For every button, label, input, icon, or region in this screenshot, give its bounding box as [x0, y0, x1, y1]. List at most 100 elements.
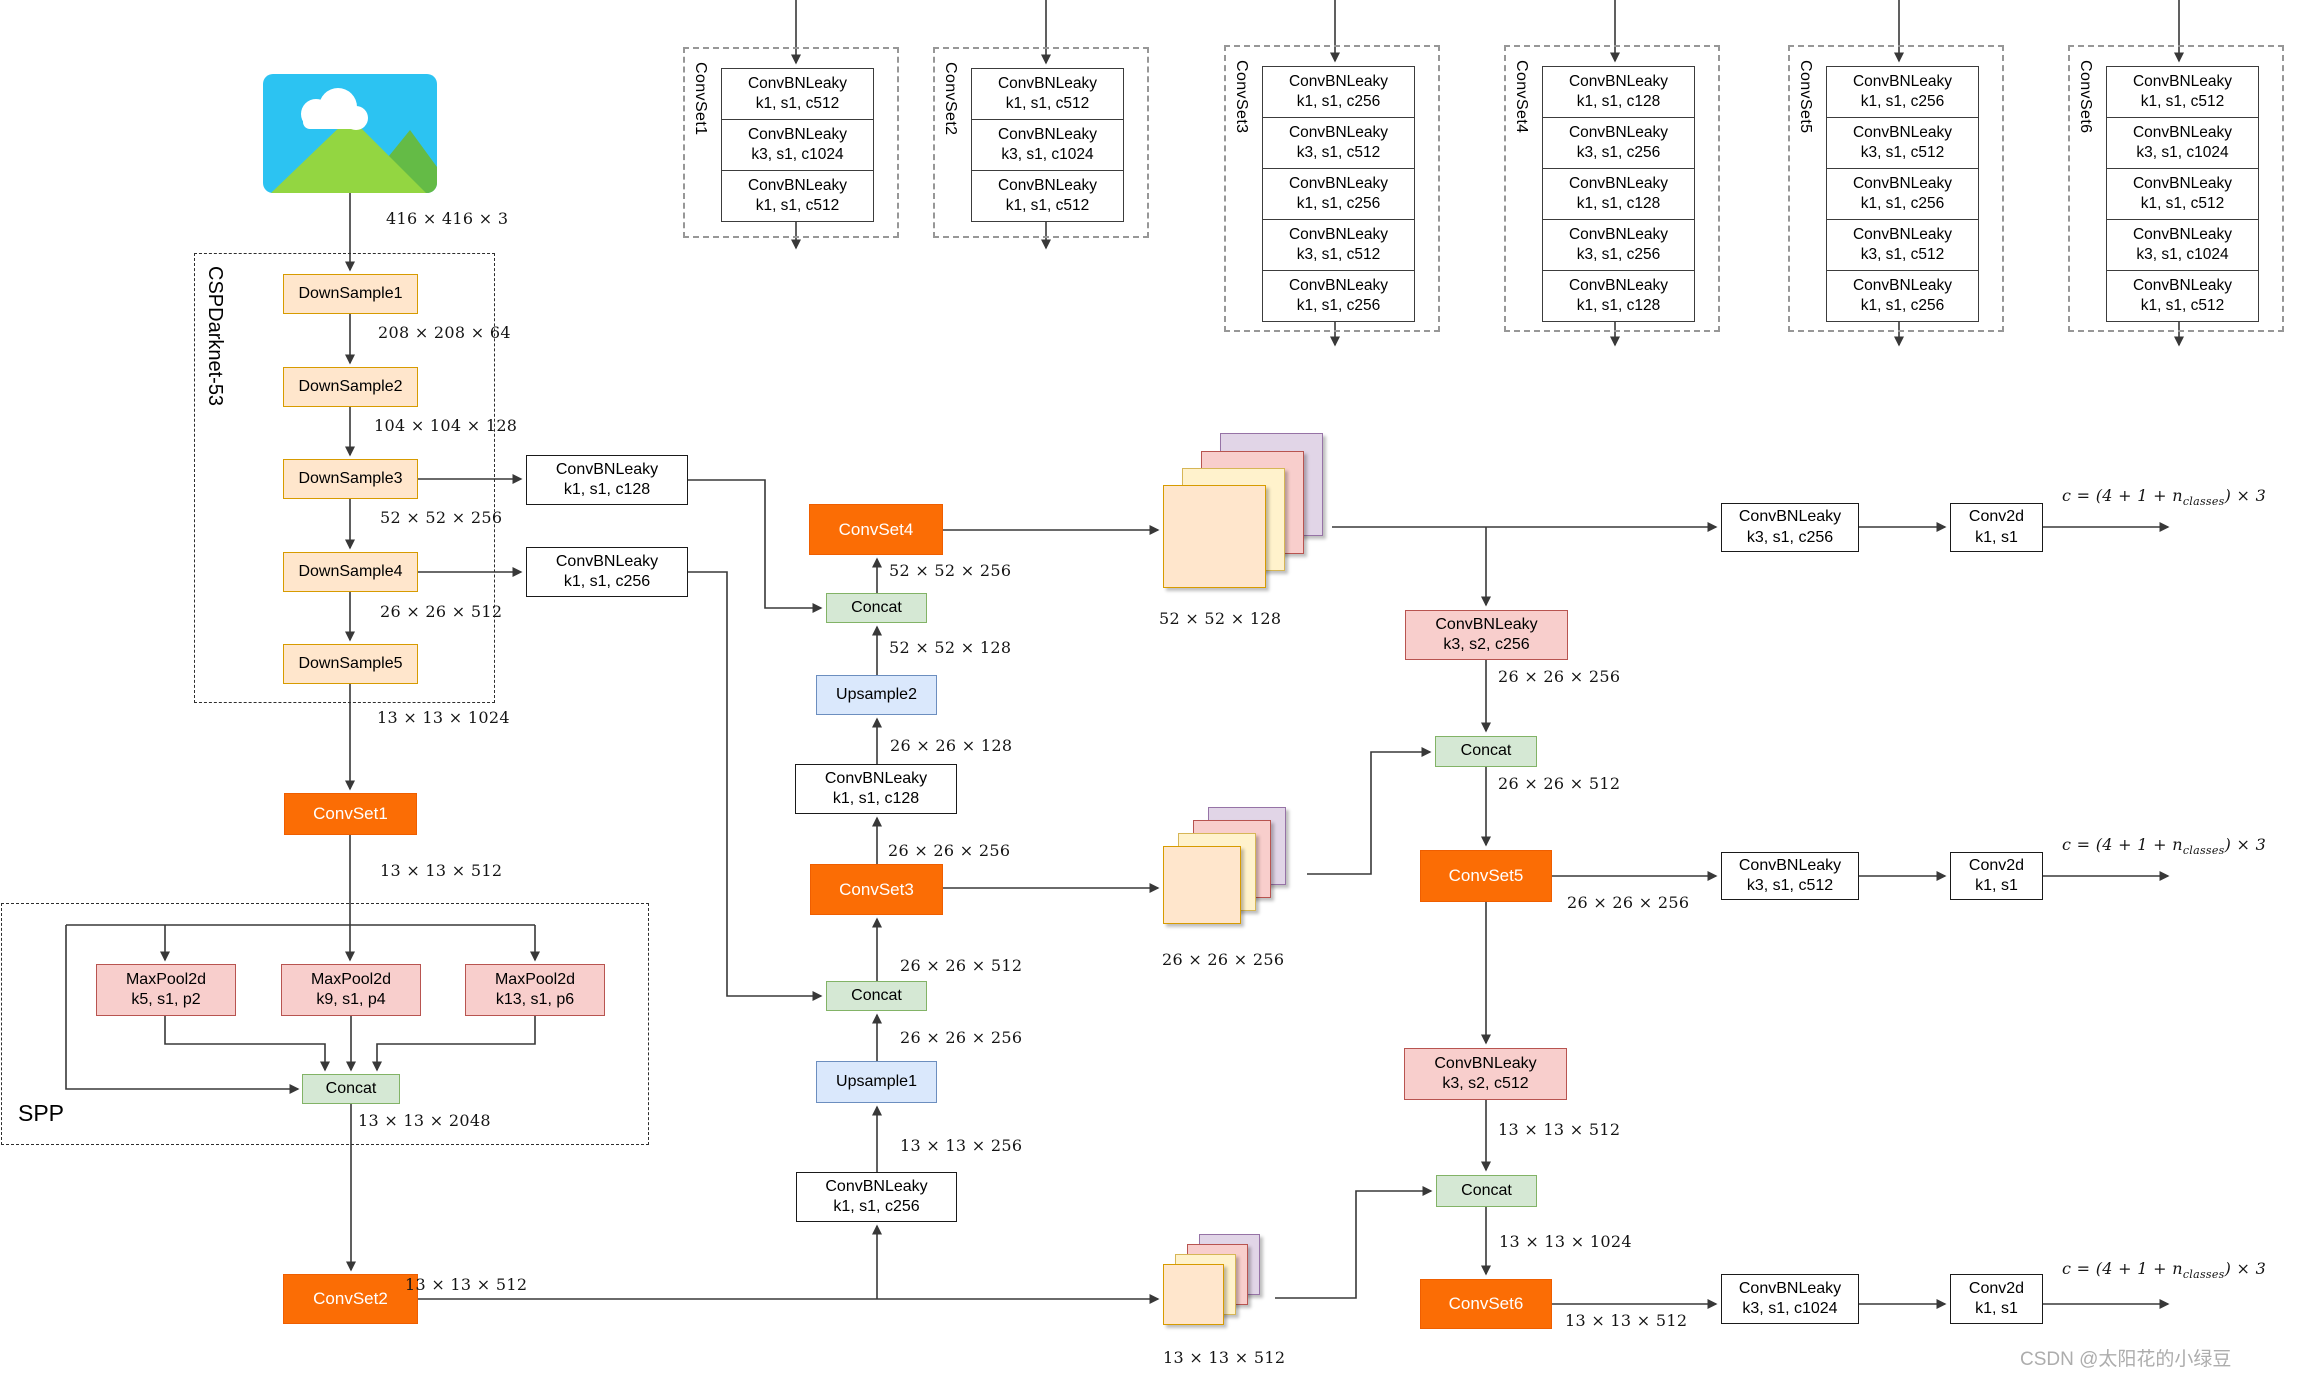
connector — [1307, 747, 1432, 875]
formula-tail: ) × 3 — [2224, 1259, 2267, 1278]
featuremap26-layer1 — [1163, 846, 1241, 924]
downsample3-box: DownSample3 — [283, 459, 418, 499]
formula-main: c = (4 + 1 + n — [2062, 486, 2183, 505]
convset5-out-dim: 26 × 26 × 256 — [1567, 893, 1690, 912]
head26-conv2d-params: k1, s1 — [1975, 877, 2018, 894]
layer-type: ConvBNLeaky — [1288, 225, 1389, 243]
down52-conv-box: ConvBNLeaky k3, s2, c256 — [1405, 610, 1568, 660]
convset1-box: ConvSet1 — [284, 793, 417, 835]
layer-type: ConvBNLeaky — [1288, 72, 1389, 90]
maxpool-k13-box: MaxPool2d k13, s1, p6 — [465, 964, 605, 1016]
downsample3-out-dim: 52 × 52 × 256 — [380, 508, 503, 527]
spp-out-dim: 13 × 13 × 2048 — [358, 1111, 491, 1130]
layer-params: k3, s1, c1024 — [1001, 146, 1094, 163]
layer-type: ConvBNLeaky — [1852, 225, 1953, 243]
layer-type: ConvBNLeaky — [2132, 123, 2233, 141]
convset2-group-label: ConvSet2 — [942, 62, 959, 136]
route-ds4-conv-box: ConvBNLeaky k1, s1, c256 — [526, 547, 688, 597]
layer-params: k1, s1, c256 — [1296, 93, 1381, 110]
head52-conv2d-type: Conv2d — [1968, 508, 2025, 526]
input-image-icon — [263, 74, 437, 193]
downsample4-out-dim: 26 × 26 × 512 — [380, 602, 503, 621]
head52-conv2d-params: k1, s1 — [1975, 528, 2018, 546]
connector — [65, 925, 300, 1094]
maxpool-k13-params: k13, s1, p6 — [495, 991, 575, 1008]
head52-output-formula: c = (4 + 1 + nclasses) × 3 — [2062, 486, 2266, 508]
connector — [688, 571, 823, 1001]
layer-type: ConvBNLeaky — [997, 176, 1098, 194]
input-dim-label: 416 × 416 × 3 — [386, 209, 509, 228]
concat26r-box: Concat — [1435, 736, 1537, 767]
route-ds4-params: k1, s1, c256 — [563, 573, 651, 590]
formula-main: c = (4 + 1 + n — [2062, 1259, 2183, 1278]
head13-output-formula: c = (4 + 1 + nclasses) × 3 — [2062, 1259, 2266, 1281]
convset4-group-label: ConvSet4 — [1513, 60, 1530, 134]
maxpool-k5-box: MaxPool2d k5, s1, p2 — [96, 964, 236, 1016]
reduce26-type: ConvBNLeaky — [824, 769, 928, 787]
layer-params: k1, s1, c256 — [1860, 297, 1945, 314]
layer-row: ConvBNLeaky k1, s1, c512 — [971, 68, 1124, 120]
layer-type: ConvBNLeaky — [747, 74, 848, 92]
convset2-out-dim: 13 × 13 × 512 — [405, 1275, 528, 1294]
layer-params: k3, s1, c1024 — [751, 146, 844, 163]
head52-conv2d-box: Conv2d k1, s1 — [1950, 503, 2043, 552]
layer-params: k3, s1, c1024 — [2136, 144, 2229, 161]
connector — [372, 1016, 536, 1072]
layer-type: ConvBNLeaky — [1852, 174, 1953, 192]
layer-params: k1, s1, c128 — [1576, 195, 1661, 212]
layer-type: ConvBNLeaky — [997, 125, 1098, 143]
down52-out-dim: 26 × 26 × 256 — [1498, 667, 1621, 686]
convset3-group-label: ConvSet3 — [1233, 60, 1250, 134]
layer-params: k1, s1, c256 — [1296, 297, 1381, 314]
reduce26-out-dim: 26 × 26 × 128 — [890, 736, 1013, 755]
down26-params: k3, s2, c512 — [1442, 1075, 1529, 1092]
layer-type: ConvBNLeaky — [997, 74, 1098, 92]
layer-params: k3, s1, c256 — [1576, 144, 1661, 161]
reduce13-params: k1, s1, c256 — [833, 1198, 920, 1215]
formula-subscript: classes — [2182, 844, 2225, 858]
backbone-group-box — [194, 253, 495, 703]
head26-conv2d-type: Conv2d — [1968, 856, 2025, 874]
route-ds4-type: ConvBNLeaky — [555, 552, 659, 570]
layer-params: k3, s1, c1024 — [2136, 246, 2229, 263]
downsample1-out-dim: 208 × 208 × 64 — [378, 323, 511, 342]
convset4-box: ConvSet4 — [809, 504, 943, 555]
layer-type: ConvBNLeaky — [1852, 72, 1953, 90]
upsample2-out-dim: 52 × 52 × 128 — [889, 638, 1012, 657]
route-ds3-conv-box: ConvBNLeaky k1, s1, c128 — [526, 455, 688, 505]
convset2-layer-stack: ConvBNLeaky k1, s1, c512 ConvBNLeaky k3, s… — [971, 68, 1124, 222]
upsample1-box: Upsample1 — [816, 1061, 937, 1103]
layer-params: k1, s1, c256 — [1860, 93, 1945, 110]
convset3-out-dim: 26 × 26 × 256 — [888, 841, 1011, 860]
convset6-group-label: ConvSet6 — [2077, 60, 2094, 134]
layer-params: k3, s1, c512 — [1296, 144, 1381, 161]
convset2-box: ConvSet2 — [283, 1274, 418, 1324]
layer-params: k3, s1, c512 — [1860, 144, 1945, 161]
formula-subscript: classes — [2182, 495, 2225, 509]
landscape-image-icon — [263, 74, 437, 193]
layer-type: ConvBNLeaky — [747, 125, 848, 143]
maxpool-k5-params: k5, s1, p2 — [131, 991, 201, 1008]
maxpool-k9-type: MaxPool2d — [310, 970, 392, 988]
featuremap52-dim: 52 × 52 × 128 — [1159, 609, 1282, 628]
spp-label: SPP — [18, 1100, 65, 1126]
layer-params: k1, s1, c512 — [1005, 95, 1090, 112]
layer-params: k1, s1, c128 — [1576, 297, 1661, 314]
